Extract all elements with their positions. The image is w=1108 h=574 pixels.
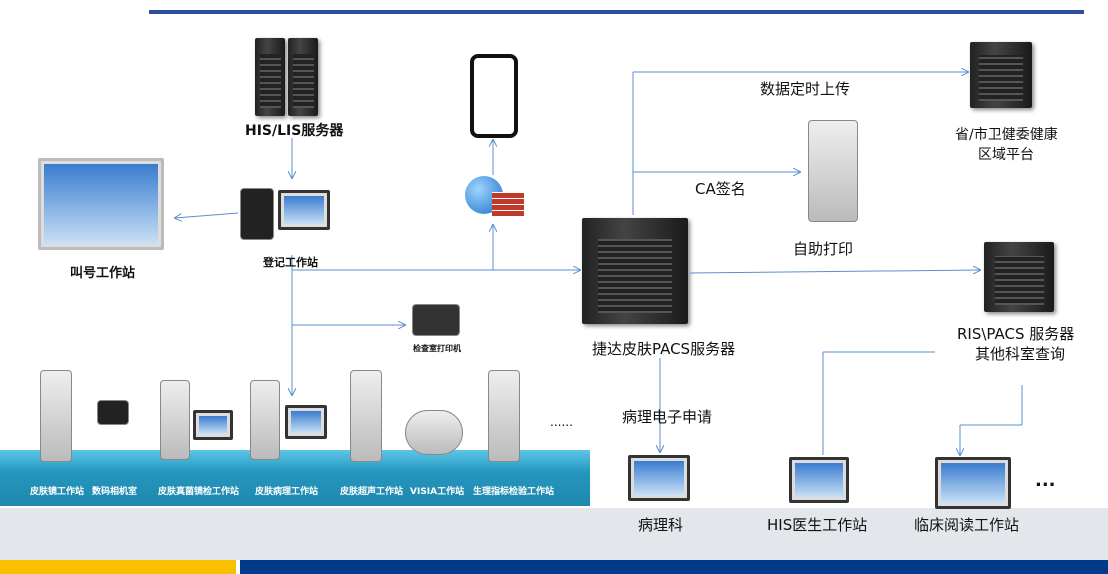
camera-icon [97, 400, 129, 425]
pacs-label: 捷达皮肤PACS服务器 [592, 340, 736, 358]
station-label-7: 生理指标检验工作站 [473, 487, 555, 497]
microscope-monitor-icon [193, 410, 233, 440]
platform-ellipsis: ...... [550, 415, 573, 429]
station-label-2: 数码相机室 [92, 487, 138, 497]
dermoscope-icon [40, 370, 72, 462]
ris-pacs-server-icon [984, 242, 1054, 312]
clinical-reading-label: 临床阅读工作站 [914, 516, 1020, 534]
registration-label: 登记工作站 [263, 256, 318, 269]
pathology-request-label: 病理电子申请 [622, 408, 713, 426]
health-platform-label-1: 省/市卫健委健康 [955, 127, 1058, 143]
station-label-4: 皮肤病理工作站 [255, 487, 319, 497]
his-lis-label: HIS/LIS服务器 [245, 123, 344, 139]
station-label-3: 皮肤真菌镜检工作站 [158, 487, 240, 497]
pathology-label: 病理科 [638, 516, 684, 534]
registration-pc-icon [240, 188, 274, 240]
station-label-5: 皮肤超声工作站 [340, 487, 404, 497]
queue-label: 叫号工作站 [70, 266, 136, 281]
top-bar [149, 10, 1084, 14]
registration-monitor-icon [278, 190, 330, 230]
microscope-icon [160, 380, 190, 460]
station-devices: ...... [0, 365, 590, 462]
more-ellipsis: ... [1035, 470, 1056, 491]
his-lis-server-icon [255, 38, 285, 116]
station-label-1: 皮肤镜工作站 [30, 487, 85, 497]
pathology-microscope-icon [250, 380, 280, 460]
self-print-kiosk-icon [808, 120, 858, 222]
pathology-monitor-icon [285, 405, 327, 439]
ca-label: CA签名 [695, 180, 746, 198]
ris-pacs-label-1: RIS\PACS 服务器 [957, 325, 1075, 343]
ultrasound-icon [350, 370, 382, 462]
mobile-phone-icon [470, 54, 518, 138]
pathology-workstation-icon [628, 455, 690, 501]
printer-icon [412, 304, 460, 336]
station-label-6: VISIA工作站 [410, 487, 465, 497]
floor-background [0, 508, 1108, 560]
printer-label: 检查室打印机 [413, 344, 461, 353]
his-doctor-workstation-icon [789, 457, 849, 503]
queue-display-icon [38, 158, 164, 250]
ris-pacs-label-2: 其他科室查询 [975, 345, 1066, 363]
navy-stripe [240, 560, 1108, 574]
health-platform-server-icon [970, 42, 1032, 108]
physio-cart-icon [488, 370, 520, 462]
clinical-reading-workstation-icon [935, 457, 1011, 509]
pacs-server-icon [582, 218, 688, 324]
health-platform-label-2: 区域平台 [978, 147, 1034, 163]
his-lis-server-icon-2 [288, 38, 318, 116]
self-print-label: 自助打印 [793, 240, 854, 258]
upload-label: 数据定时上传 [760, 80, 851, 98]
firewall-icon [492, 192, 524, 216]
his-doctor-label: HIS医生工作站 [767, 516, 868, 534]
yellow-stripe [0, 560, 236, 574]
visia-icon [405, 410, 463, 455]
